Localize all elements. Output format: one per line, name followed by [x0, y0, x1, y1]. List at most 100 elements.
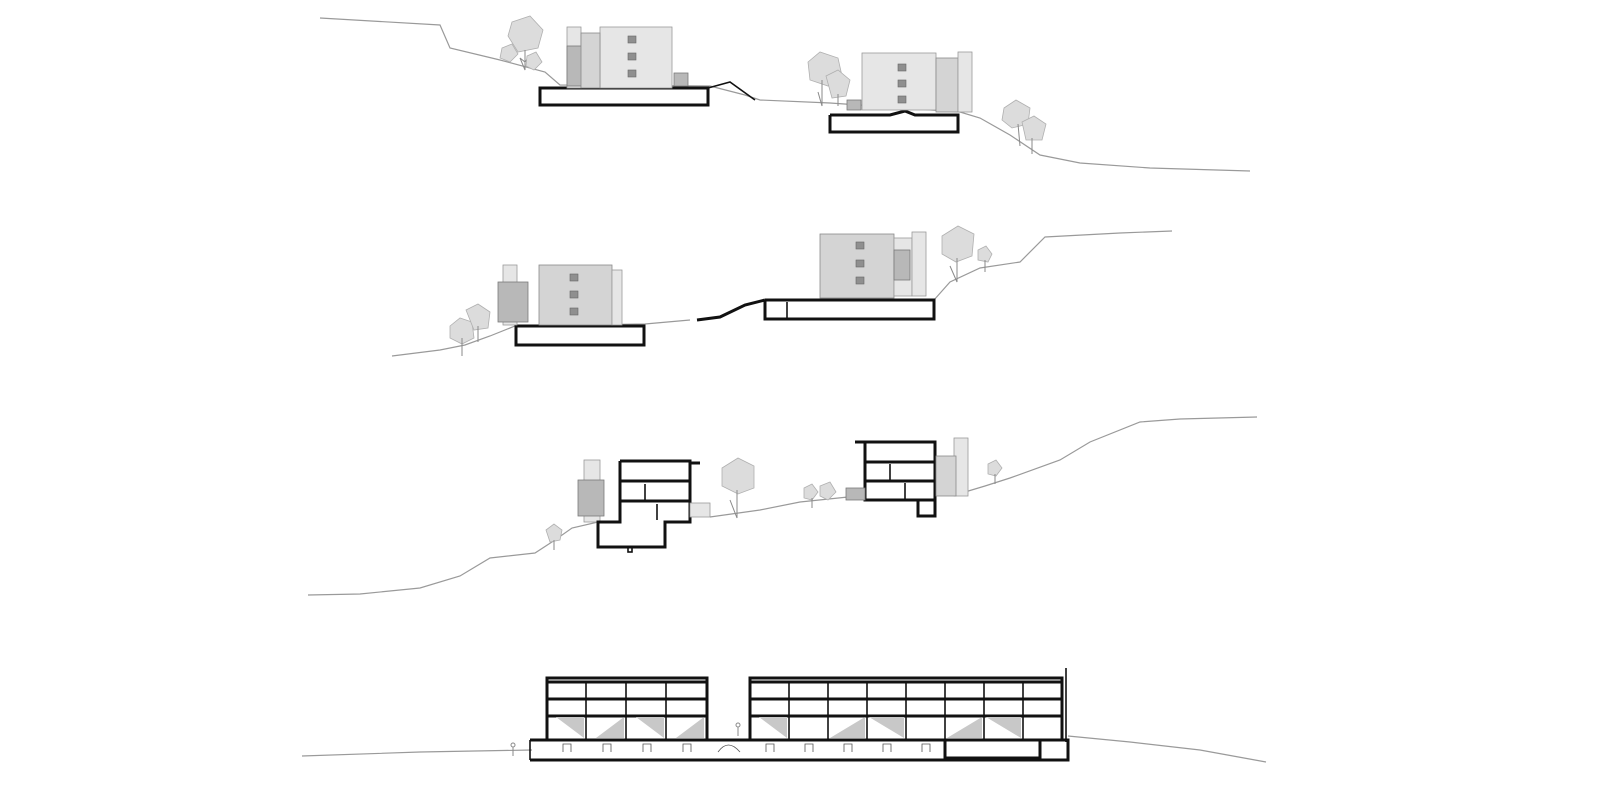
side-wing [935, 57, 959, 113]
door [882, 743, 892, 752]
basement-slab [763, 298, 936, 321]
window [627, 52, 637, 61]
elevation-row-1 [319, 15, 1251, 172]
window [855, 241, 865, 250]
balcony-stack [497, 281, 529, 323]
stair-hatch [596, 717, 624, 738]
tree-crown [545, 523, 563, 543]
window [855, 259, 865, 268]
tree-crown [525, 51, 543, 71]
window [569, 307, 579, 316]
tree-crown [499, 43, 519, 63]
basement-slab [828, 109, 960, 134]
stair-hatch [636, 717, 664, 738]
entrance-canopy [673, 72, 689, 87]
side-annex [611, 269, 623, 326]
elevation-row-2 [391, 225, 1173, 357]
window [569, 290, 579, 299]
stair-hatch [830, 717, 865, 738]
tree-trunk [1017, 123, 1021, 147]
door [921, 743, 931, 752]
stair-hatch [759, 717, 787, 738]
basement-doors [562, 743, 931, 753]
section-outline [865, 440, 937, 518]
facade-tower [911, 231, 927, 297]
door [765, 743, 775, 752]
window [897, 79, 907, 88]
terrain-line [307, 521, 599, 596]
terrain-line [319, 17, 1251, 172]
terrain-line [954, 416, 1258, 496]
stair-hatch [986, 717, 1021, 738]
door [682, 743, 692, 752]
tree [803, 481, 837, 508]
basement-slab [514, 324, 646, 347]
stair-hatch [556, 717, 584, 738]
tree-crown [819, 481, 837, 501]
tree-trunk [817, 80, 823, 107]
window [897, 63, 907, 72]
tree-crown [987, 459, 1003, 477]
tree-crown [721, 457, 755, 495]
tree [721, 457, 755, 519]
stair-hatch [676, 717, 704, 738]
tree-trunk [729, 490, 738, 519]
door [562, 743, 572, 752]
terrace [845, 487, 866, 501]
section-row-2 [301, 668, 1267, 763]
tree [499, 15, 544, 71]
tree-crown [977, 245, 993, 263]
tree [449, 303, 491, 356]
building-elevation-left [497, 264, 646, 347]
tree-trunk [949, 258, 958, 283]
door [843, 743, 853, 752]
tree-crown [1021, 115, 1047, 141]
tree [1001, 99, 1047, 154]
stair-link [696, 298, 766, 322]
building-section-right [845, 437, 969, 518]
door [642, 743, 652, 752]
balcony-stack [935, 455, 957, 497]
stair-hatch [947, 717, 982, 738]
balcony-stack [577, 479, 605, 517]
tree-crown [825, 69, 851, 99]
tree [545, 459, 1003, 550]
entrance-canopy [846, 99, 862, 111]
tree [807, 51, 851, 107]
garage-ramp [943, 740, 1042, 760]
door [602, 743, 612, 752]
tree [941, 225, 993, 283]
facade-tower [957, 51, 973, 113]
side-wing [580, 32, 601, 89]
window [627, 69, 637, 78]
terrace [689, 502, 711, 518]
terrain-line [933, 230, 1173, 301]
section-row-1 [307, 416, 1258, 596]
terrain-line [391, 319, 691, 357]
block-outline [545, 676, 709, 742]
tree-crown [507, 15, 544, 53]
terrain-line [301, 749, 533, 757]
window [627, 35, 637, 44]
door [717, 744, 741, 753]
basement-slab [538, 86, 710, 107]
building-elevation-right [763, 231, 936, 321]
building-elevation-right [828, 51, 973, 134]
tree-crown [465, 303, 491, 331]
building-block-left [545, 676, 709, 742]
section-outline [863, 442, 918, 502]
ramp-rail [707, 81, 756, 101]
stair-hatch [869, 717, 904, 738]
balcony-stack [893, 249, 911, 281]
human-figure [510, 722, 741, 756]
building-block-right [748, 668, 1067, 742]
section-outline [596, 459, 692, 549]
column [627, 546, 633, 553]
building-section-left [577, 459, 711, 553]
building-elevation-left [538, 26, 756, 107]
terrain-line [1067, 735, 1267, 763]
door [804, 743, 814, 752]
window [897, 95, 907, 104]
window [855, 276, 865, 285]
